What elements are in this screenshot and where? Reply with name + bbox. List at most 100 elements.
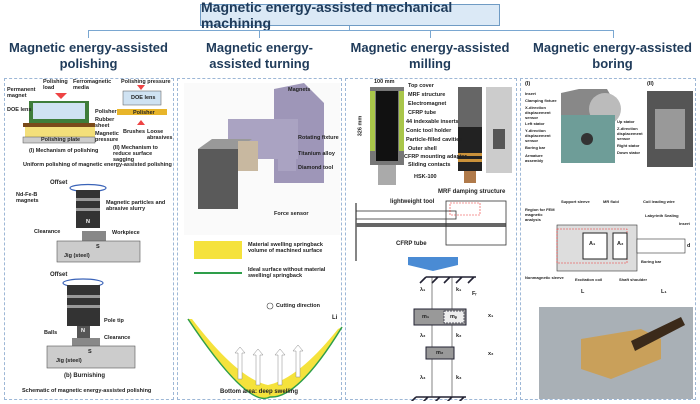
dim-height: 326 mm	[357, 115, 364, 137]
label: Electromagnet	[408, 101, 447, 107]
polishing-mechanism-diagram	[22, 85, 167, 144]
panel-boring: (I) (II) Insert Clamping fixture X-direc…	[520, 78, 696, 400]
label: Brushes	[123, 129, 146, 135]
label: Ferromagnetic media	[73, 79, 112, 91]
label: Offset	[50, 180, 68, 186]
label: Pole tip	[104, 318, 124, 324]
label: d	[687, 243, 691, 249]
label: Support sleeve	[561, 199, 590, 204]
label: Left stator	[525, 121, 545, 126]
label: Outer shell	[408, 146, 437, 152]
label-tube: CFRP tube	[396, 241, 427, 247]
label: m₁	[422, 314, 430, 320]
label: L	[581, 289, 585, 295]
panel-turning: Magnets Rotating fixture Titanium alloy …	[177, 78, 343, 400]
label: N	[81, 328, 85, 334]
connector-line	[613, 30, 614, 38]
label: A₁	[589, 241, 596, 247]
label: Polisher	[133, 110, 155, 116]
label: MR fluid	[603, 199, 619, 204]
label: Rubber sheet	[95, 117, 115, 129]
caption: Schematic of magnetic energy-assisted po…	[22, 388, 152, 394]
label: Clamping fixture	[525, 98, 557, 103]
heading-boring: Magnetic energy-assisted boring	[533, 40, 692, 71]
label-alloy: Titanium alloy	[298, 151, 335, 157]
panel-polishing: Permanent magnet Polishing load Ferromag…	[4, 78, 174, 400]
label: Labyrinth Sealing	[645, 213, 679, 218]
turning-diagram	[184, 83, 343, 400]
label-sensor: Force sensor	[274, 211, 309, 217]
ideal-surface-line	[187, 318, 343, 400]
swelling-area	[188, 319, 342, 399]
label-fixture: Rotating fixture	[298, 135, 339, 141]
label: X-direction displacement sensor	[525, 105, 551, 120]
label: Nonmagnetic sleeve	[525, 275, 564, 280]
heading-polishing: Magnetic energy-assisted polishing	[9, 40, 168, 71]
label: Balls	[44, 330, 58, 336]
label: Z-direction displacement sensor	[617, 126, 643, 141]
label-panel-1: (I)	[525, 81, 531, 87]
label: CFRP mounting adapter	[404, 154, 467, 160]
label: S	[96, 244, 100, 250]
label: Insert	[525, 91, 536, 96]
label: k₃	[456, 375, 462, 381]
label: Region for FEM magnetic analysis	[525, 207, 555, 222]
label: Permanent magnet	[7, 87, 36, 99]
label: CFRP tube	[408, 110, 437, 116]
connector-line	[88, 30, 89, 38]
label-tool: lightweight tool	[390, 199, 435, 205]
label: Jig (steel)	[56, 358, 82, 364]
label: Armature assembly	[525, 153, 544, 163]
label: Clearance	[104, 335, 131, 341]
label: Offset	[50, 272, 68, 278]
legend-swatch-swell	[194, 241, 242, 259]
label: 44 indexable inserts	[406, 119, 459, 125]
label: Magnetic pressure	[95, 131, 119, 143]
label: Polishing load	[43, 79, 68, 91]
label: N	[86, 219, 90, 225]
label: Fᵣ	[472, 291, 477, 297]
label: Polisher	[95, 109, 117, 115]
label: Insert	[679, 221, 690, 226]
label: λ₃	[420, 375, 426, 381]
polishing-burnishing-diagram	[46, 183, 141, 369]
label: S	[88, 349, 92, 355]
label: Polishing plate	[41, 137, 81, 143]
label: Nd-Fe-B magnets	[16, 192, 39, 204]
caption: (II) Mechanism to reduce surface sagging	[113, 145, 158, 163]
label: Polishing pressure	[121, 79, 171, 85]
label: Up stator	[617, 119, 635, 124]
label: DOE lens	[7, 107, 32, 113]
label-panel-2: (II)	[647, 81, 654, 87]
milling-diagram	[355, 87, 512, 401]
label: Particle-filled cavities	[406, 137, 463, 143]
connector-line	[259, 30, 260, 38]
heading-milling: Magnetic energy-assisted milling	[350, 40, 510, 71]
label: x₂	[488, 351, 494, 357]
label: Boring bar	[525, 145, 546, 150]
label-magnets: Magnets	[288, 87, 311, 93]
label: Sliding contacts	[408, 162, 451, 168]
label: Loose abrasives	[147, 129, 173, 141]
caption: (I) Mechanism of polishing	[29, 148, 99, 154]
label-mrf: MRF damping structure	[438, 189, 506, 195]
label-li: Li	[332, 315, 338, 321]
label: mₚ	[450, 314, 458, 320]
label: m₂	[436, 350, 444, 356]
label: Excitation coil	[575, 277, 603, 282]
legend-ideal: Ideal surface without material swelling/…	[248, 267, 326, 279]
label: Conic tool holder	[406, 128, 452, 134]
caption: (b) Burnishing	[64, 373, 105, 379]
dim-width: 100 mm	[374, 79, 395, 85]
label-bottom: Bottom area: deep swelling	[220, 389, 299, 395]
label-cutting: Cutting direction	[276, 303, 320, 309]
label: x₁	[488, 313, 494, 319]
label: λ₂	[420, 333, 426, 339]
label: Clearance	[34, 229, 61, 235]
label: MRF structure	[408, 92, 446, 98]
label: Right stator	[617, 143, 640, 148]
main-title: Magnetic energy-assisted mechanical mach…	[200, 0, 500, 31]
label: A₂	[617, 241, 624, 247]
label: DOE lens	[131, 95, 156, 101]
label: Jig (steel)	[64, 253, 90, 259]
